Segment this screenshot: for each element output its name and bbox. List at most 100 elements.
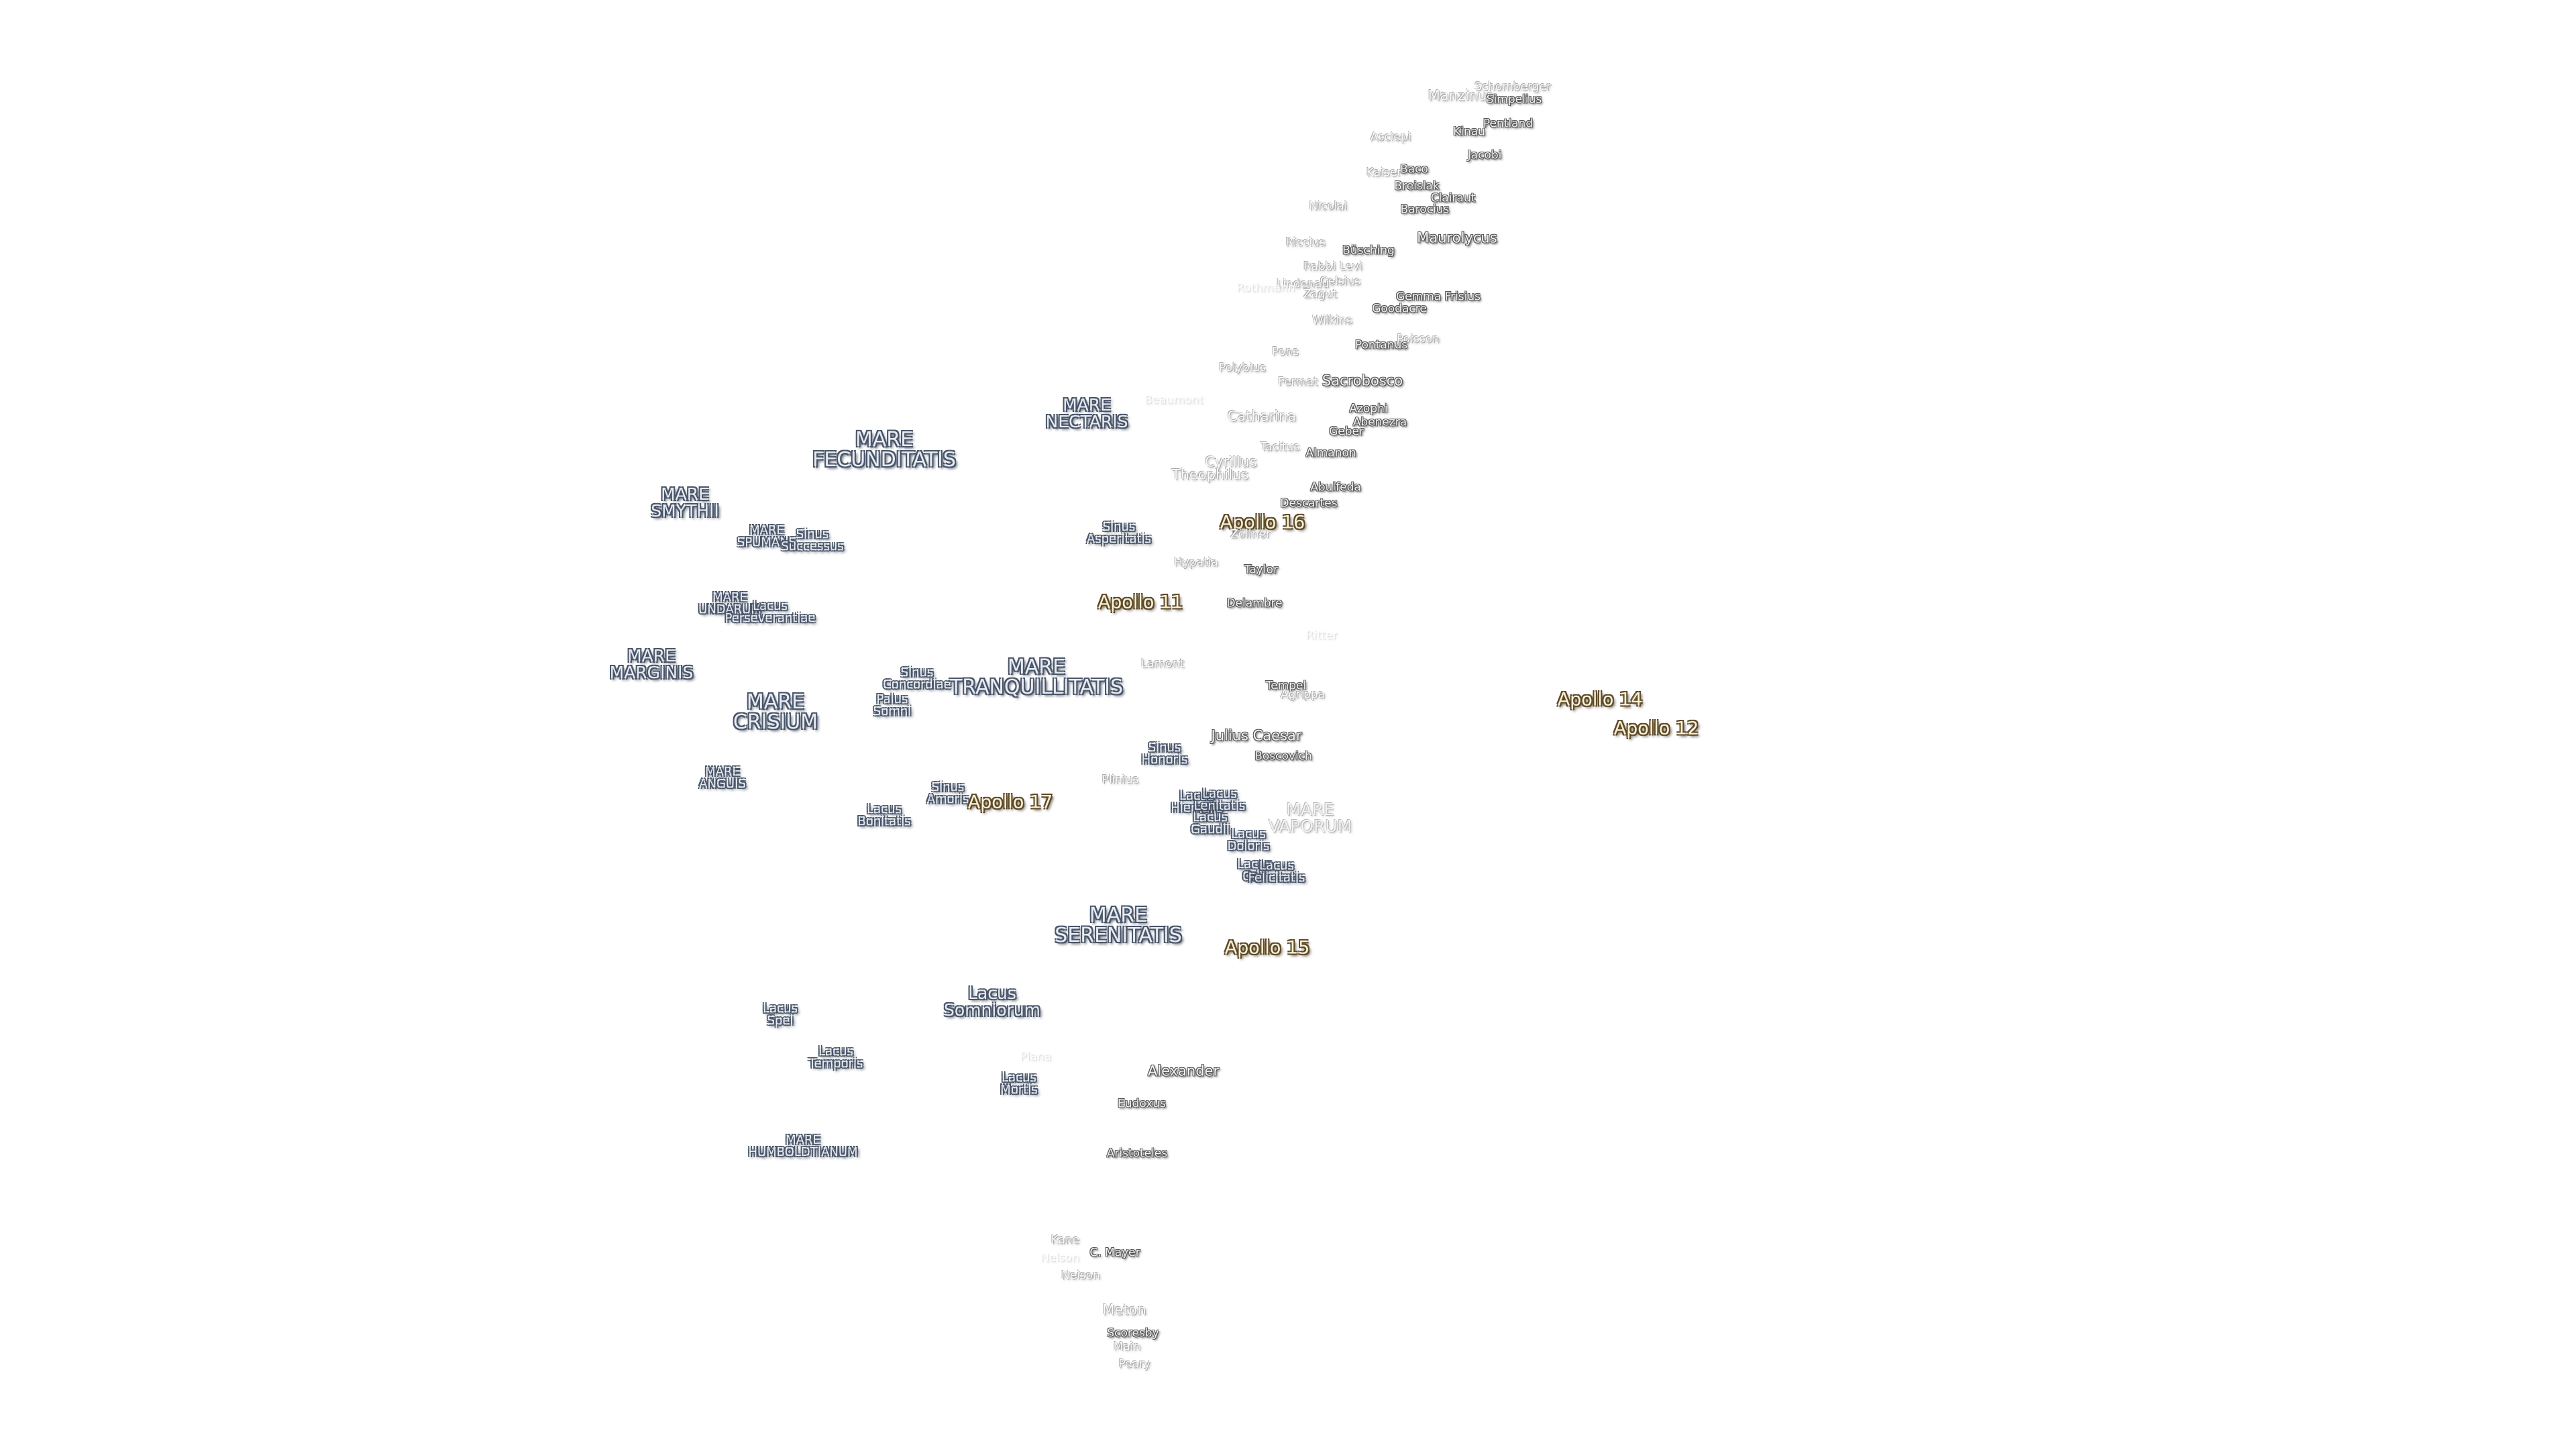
crater-label: Simpelius (1486, 93, 1542, 107)
crater-label: Pons (1272, 345, 1299, 359)
crater-label: Theophilus (1171, 466, 1249, 483)
crater-label: Kinau (1453, 125, 1485, 139)
crater-label: Beaumont (1144, 393, 1203, 407)
crater-label: Baco (1400, 162, 1428, 176)
crater-label: Almanon (1305, 446, 1356, 460)
crater-label: Abulfeda (1310, 480, 1361, 494)
apollo-12-label[interactable]: Apollo 12 (1613, 718, 1699, 739)
crater-label: Lindenau (1276, 277, 1330, 291)
crater-label: Kane (1051, 1233, 1080, 1247)
crater-label: Descartes (1280, 496, 1338, 511)
crater-label: Lamont (1140, 657, 1185, 671)
apollo-16-label[interactable]: Apollo 16 (1220, 512, 1305, 533)
crater-label: Fermat (1278, 375, 1318, 389)
crater-label: Polybius (1219, 361, 1266, 375)
crater-label: Rabbi Levi (1303, 260, 1362, 274)
apollo-11-label[interactable]: Apollo 11 (1097, 592, 1183, 613)
crater-label: Pentland (1483, 117, 1534, 131)
crater-label: Abenezra (1352, 415, 1407, 429)
crater-label: Breislak (1394, 179, 1440, 193)
crater-label: Neison (1061, 1269, 1100, 1283)
crater-label: Zöllner (1230, 527, 1271, 541)
crater-label: Ritter (1305, 629, 1338, 643)
apollo-14-label[interactable]: Apollo 14 (1557, 689, 1643, 710)
crater-label: Nicolai (1309, 199, 1348, 213)
crater-label: Büsching (1342, 244, 1395, 258)
crater-label: Barocius (1400, 203, 1450, 217)
crater-label: Main (1113, 1340, 1141, 1354)
crater-label: Cyrillus (1205, 453, 1257, 470)
crater-label: Clairaut (1430, 191, 1476, 205)
crater-label: Goodacre (1372, 302, 1427, 316)
apollo-17-label[interactable]: Apollo 17 (967, 792, 1053, 813)
crater-label: Rothmann (1236, 281, 1295, 295)
crater-label: Manzinus (1428, 87, 1495, 104)
crater-label: Jacobi (1467, 148, 1502, 162)
crater-label: Boscovich (1254, 749, 1312, 763)
crater-label: Geber (1329, 425, 1364, 439)
crater-label: Gemma Frisius (1395, 290, 1481, 304)
crater-label: Kaiser (1366, 166, 1402, 180)
crater-label: Plana (1020, 1050, 1052, 1064)
crater-label: Catharina (1227, 408, 1297, 425)
crater-label: Agrippa (1280, 688, 1326, 702)
crater-label: Meton (1102, 1301, 1146, 1318)
crater-label: Eudoxus (1118, 1097, 1166, 1111)
crater-label: Pontanus (1354, 338, 1408, 352)
crater-label: Maurolycus (1417, 229, 1497, 246)
crater-label: Alexander (1147, 1063, 1220, 1079)
crater-label: Delambre (1226, 596, 1283, 610)
crater-label: Wilkins (1311, 313, 1353, 327)
crater-label: C. Mayer (1089, 1246, 1140, 1260)
crater-label: Hypatia (1174, 555, 1218, 570)
crater-label: Tempel (1265, 679, 1307, 693)
crater-label: Riccius (1285, 235, 1326, 250)
crater-label: Plinius (1102, 773, 1139, 787)
crater-label: Aristoteles (1106, 1146, 1168, 1161)
crater-label: Azophi (1349, 402, 1388, 416)
crater-label: Tacitus (1260, 440, 1300, 454)
crater-label: Scoresby (1107, 1326, 1159, 1340)
crater-label: Zagut (1303, 287, 1338, 301)
crater-label: Taylor (1244, 563, 1279, 577)
crater-label: Julius Caesar (1211, 727, 1302, 744)
crater-label: Sacrobosco (1322, 372, 1403, 389)
crater-label: Poisson (1397, 332, 1440, 346)
crater-label: Schomberger (1474, 80, 1552, 94)
apollo-15-label[interactable]: Apollo 15 (1224, 937, 1310, 959)
crater-label: Peary (1118, 1357, 1150, 1371)
crater-label: Celsius (1320, 274, 1361, 288)
crater-label: Nelson (1040, 1251, 1079, 1265)
